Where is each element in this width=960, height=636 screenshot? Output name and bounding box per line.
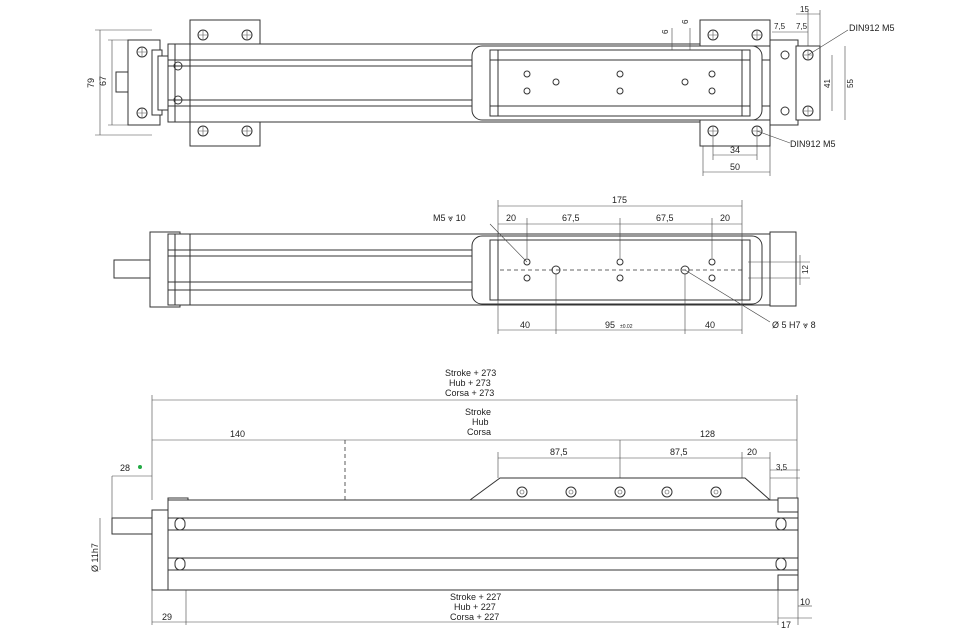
side-view: Stroke + 273 Hub + 273 Corsa + 273 Strok… [90, 368, 812, 630]
dim-67: 67 [98, 76, 108, 86]
bottom-hub: Hub + 227 [454, 602, 496, 612]
dim-95-tol: ±0.02 [620, 324, 633, 330]
hub-label: Hub [472, 417, 489, 427]
overall-corsa: Corsa + 273 [445, 388, 494, 398]
dim-20b: 20 [720, 213, 730, 223]
pin-note: Ø 5 H7 ⩔ 8 [772, 320, 816, 330]
dim-79: 79 [86, 78, 96, 88]
dim-175: 175 [612, 195, 627, 205]
overall-stroke: Stroke + 273 [445, 368, 496, 378]
dim-7-5a: 7,5 [774, 22, 786, 31]
dim-140: 140 [230, 429, 245, 439]
screw-label-bottom: DIN912 M5 [790, 139, 836, 149]
dim-3-5: 3,5 [776, 463, 788, 472]
stroke-label: Stroke [465, 407, 491, 417]
thread-note: M5 ⩔ 10 [433, 213, 466, 223]
dim-128: 128 [700, 429, 715, 439]
bottom-stroke: Stroke + 227 [450, 592, 501, 602]
middle-view: 175 20 67,5 67,5 20 M5 ⩔ 10 12 40 95 ±0.… [113, 195, 816, 334]
dim-29: 29 [162, 612, 172, 622]
dim-20a: 20 [506, 213, 516, 223]
dim-28: 28 [120, 463, 130, 473]
dim-12: 12 [801, 265, 810, 274]
dim-67-5b: 67,5 [656, 213, 674, 223]
shaft-diameter: Ø 11h7 [90, 543, 100, 572]
dim-20: 20 [747, 447, 757, 457]
dim-67-5a: 67,5 [562, 213, 580, 223]
dim-34: 34 [730, 145, 740, 155]
bottom-corsa: Corsa + 227 [450, 612, 499, 622]
marker-dot [138, 465, 142, 469]
dim-6a: 6 [661, 29, 670, 34]
screw-icon [136, 29, 814, 137]
dim-55: 55 [846, 79, 855, 88]
hole-icon [523, 258, 716, 282]
dim-7-5b: 7,5 [796, 22, 808, 31]
top-view: 79 67 [86, 5, 895, 176]
screw-label-top: DIN912 M5 [849, 23, 895, 33]
dim-40a: 40 [520, 320, 530, 330]
dim-40b: 40 [705, 320, 715, 330]
dim-15: 15 [800, 5, 809, 14]
dim-87-5b: 87,5 [670, 447, 688, 457]
dim-41: 41 [823, 79, 832, 88]
dim-87-5a: 87,5 [550, 447, 568, 457]
dim-95: 95 [605, 320, 615, 330]
dim-17: 17 [781, 620, 791, 630]
dim-6b: 6 [681, 19, 690, 24]
overall-hub: Hub + 273 [449, 378, 491, 388]
corsa-label: Corsa [467, 427, 491, 437]
dim-10: 10 [800, 597, 810, 607]
dim-50: 50 [730, 162, 740, 172]
bolt-icon [516, 486, 722, 498]
